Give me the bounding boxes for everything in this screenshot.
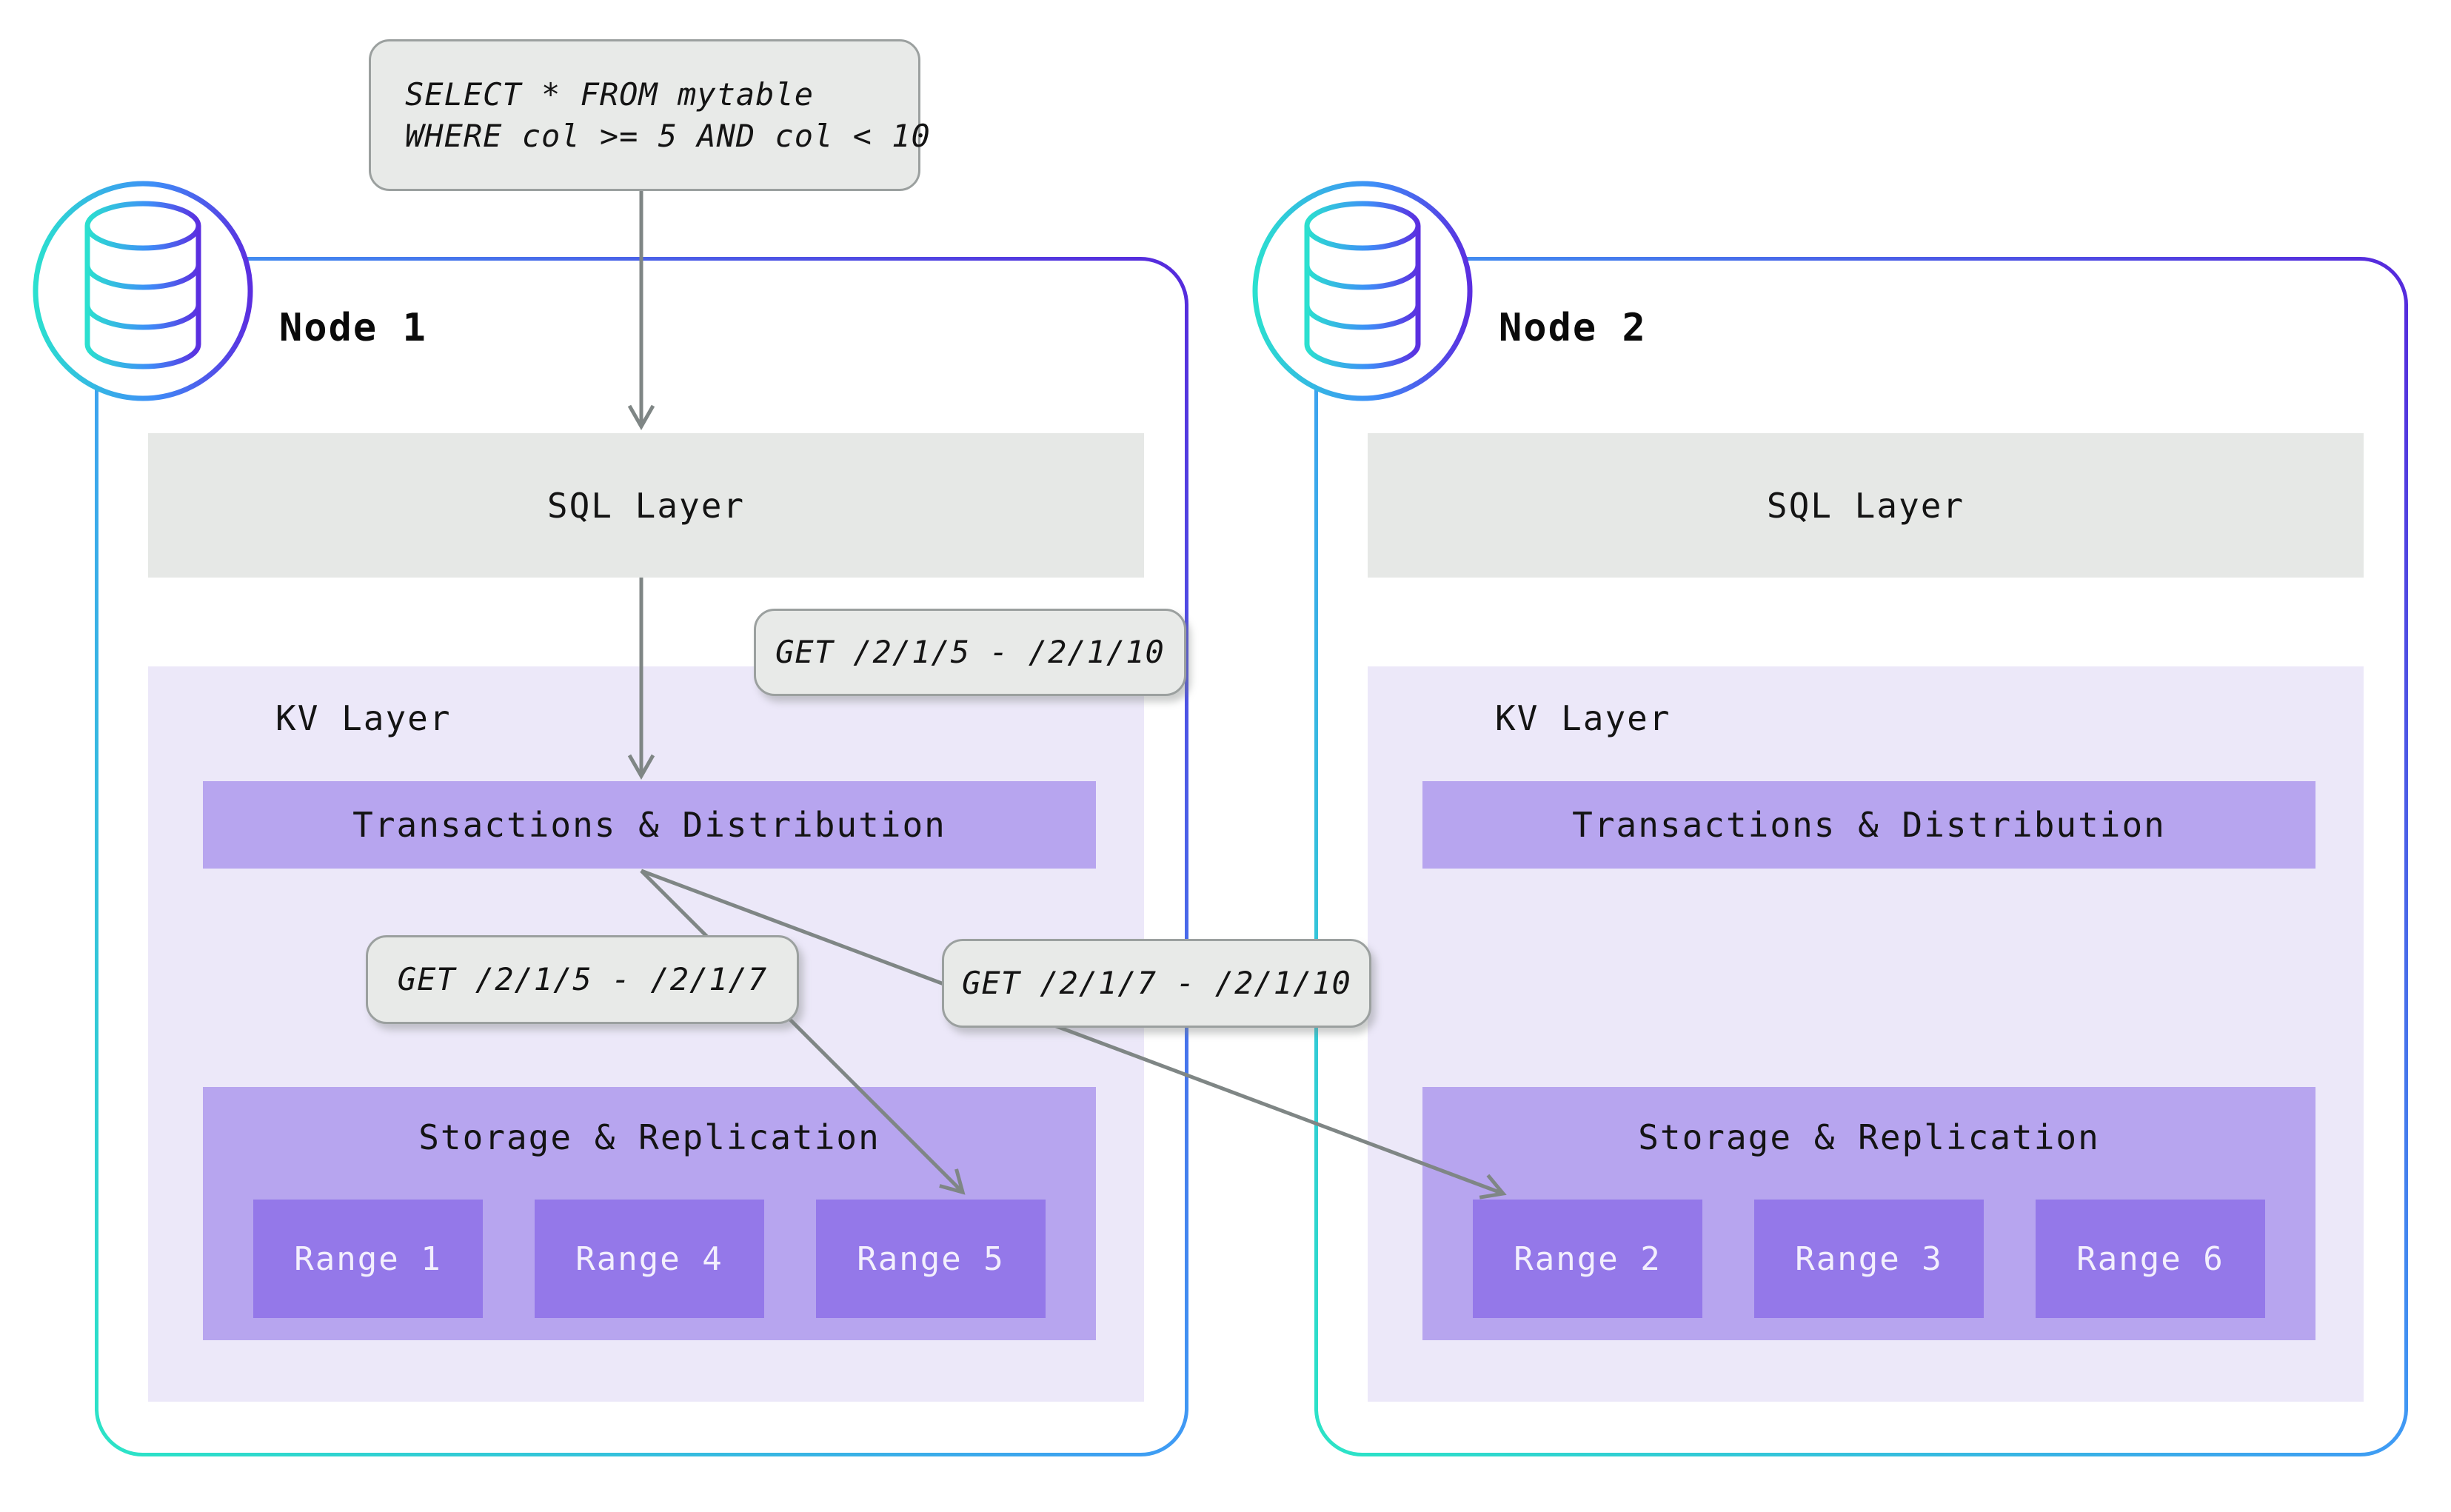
query-line-2: WHERE col >= 5 AND col < 10 xyxy=(405,117,931,154)
storage-replication-label: Storage & Replication xyxy=(1638,1117,2100,1157)
node-1-storage-replication-box: Storage & Replication Range 1 Range 4 Ra… xyxy=(203,1087,1096,1340)
node-2-title: Node 2 xyxy=(1499,306,1647,350)
transactions-distribution-label: Transactions & Distribution xyxy=(1572,805,2166,845)
get-request-label-full: GET /2/1/5 - /2/1/10 xyxy=(754,609,1186,696)
range-box: Range 4 xyxy=(535,1200,764,1318)
node-1-kv-layer-box: KV Layer Transactions & Distribution Sto… xyxy=(148,666,1144,1402)
node-2-transactions-distribution-bar: Transactions & Distribution xyxy=(1422,781,2315,869)
query-line-1: SELECT * FROM mytable xyxy=(405,76,815,113)
node-2-kv-layer-box: KV Layer Transactions & Distribution Sto… xyxy=(1368,666,2364,1402)
node-2-storage-replication-box: Storage & Replication Range 2 Range 3 Ra… xyxy=(1422,1087,2315,1340)
node-2-ranges-row: Range 2 Range 3 Range 6 xyxy=(1473,1200,2265,1318)
range-box: Range 6 xyxy=(2036,1200,2265,1318)
node-2-sql-layer-box: SQL Layer xyxy=(1368,433,2364,578)
transactions-distribution-label: Transactions & Distribution xyxy=(352,805,946,845)
node-1-title: Node 1 xyxy=(279,306,427,350)
sql-query-label: SELECT * FROM mytable WHERE col >= 5 AND… xyxy=(369,39,931,191)
range-box: Range 1 xyxy=(253,1200,483,1318)
node-1-ranges-row: Range 1 Range 4 Range 5 xyxy=(253,1200,1046,1318)
range-box: Range 2 xyxy=(1473,1200,1702,1318)
sql-layer-label: SQL Layer xyxy=(1766,485,1965,526)
kv-layer-label: KV Layer xyxy=(1495,698,1671,738)
kv-layer-label: KV Layer xyxy=(275,698,452,738)
node-1-sql-layer-box: SQL Layer xyxy=(148,433,1144,578)
get-request-label-left: GET /2/1/5 - /2/1/7 xyxy=(366,935,799,1024)
range-box: Range 3 xyxy=(1754,1200,1984,1318)
node-1: Node 1 SQL Layer KV Layer Transactions &… xyxy=(95,257,1188,1456)
range-box: Range 5 xyxy=(816,1200,1046,1318)
get-request-label-right: GET /2/1/7 - /2/1/10 xyxy=(942,939,1371,1028)
sql-layer-label: SQL Layer xyxy=(546,485,746,526)
storage-replication-label: Storage & Replication xyxy=(418,1117,880,1157)
node-1-transactions-distribution-bar: Transactions & Distribution xyxy=(203,781,1096,869)
node-2: Node 2 SQL Layer KV Layer Transactions &… xyxy=(1314,257,2408,1456)
